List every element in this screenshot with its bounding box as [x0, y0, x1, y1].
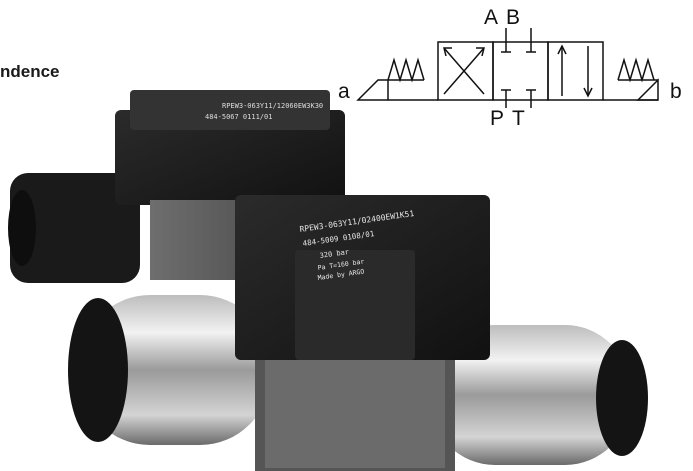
- section-heading: ndence: [0, 62, 60, 81]
- valve-envelopes: [437, 28, 604, 108]
- valve-photo: RPEW3-063Y11/12060EW3K30 484-5067 0111/0…: [8, 90, 648, 471]
- solenoid-b-label: b: [670, 80, 682, 103]
- port-t-label: T: [512, 107, 525, 130]
- valve-hydraulic-symbol: A B P T a b: [338, 6, 682, 130]
- port-a-label: A: [484, 6, 498, 29]
- back-valve-serial: 484-5067 0111/01: [205, 113, 272, 121]
- left-solenoid-icon: [356, 57, 438, 101]
- front-valve: RPEW3-063Y11/02400EW1K51 484-5009 0108/0…: [68, 195, 648, 471]
- back-valve-model: RPEW3-063Y11/12060EW3K30: [222, 102, 323, 110]
- port-p-label: P: [490, 107, 504, 130]
- right-solenoid-icon: [603, 57, 659, 101]
- port-b-label: B: [506, 6, 520, 29]
- solenoid-a-label: a: [338, 80, 350, 103]
